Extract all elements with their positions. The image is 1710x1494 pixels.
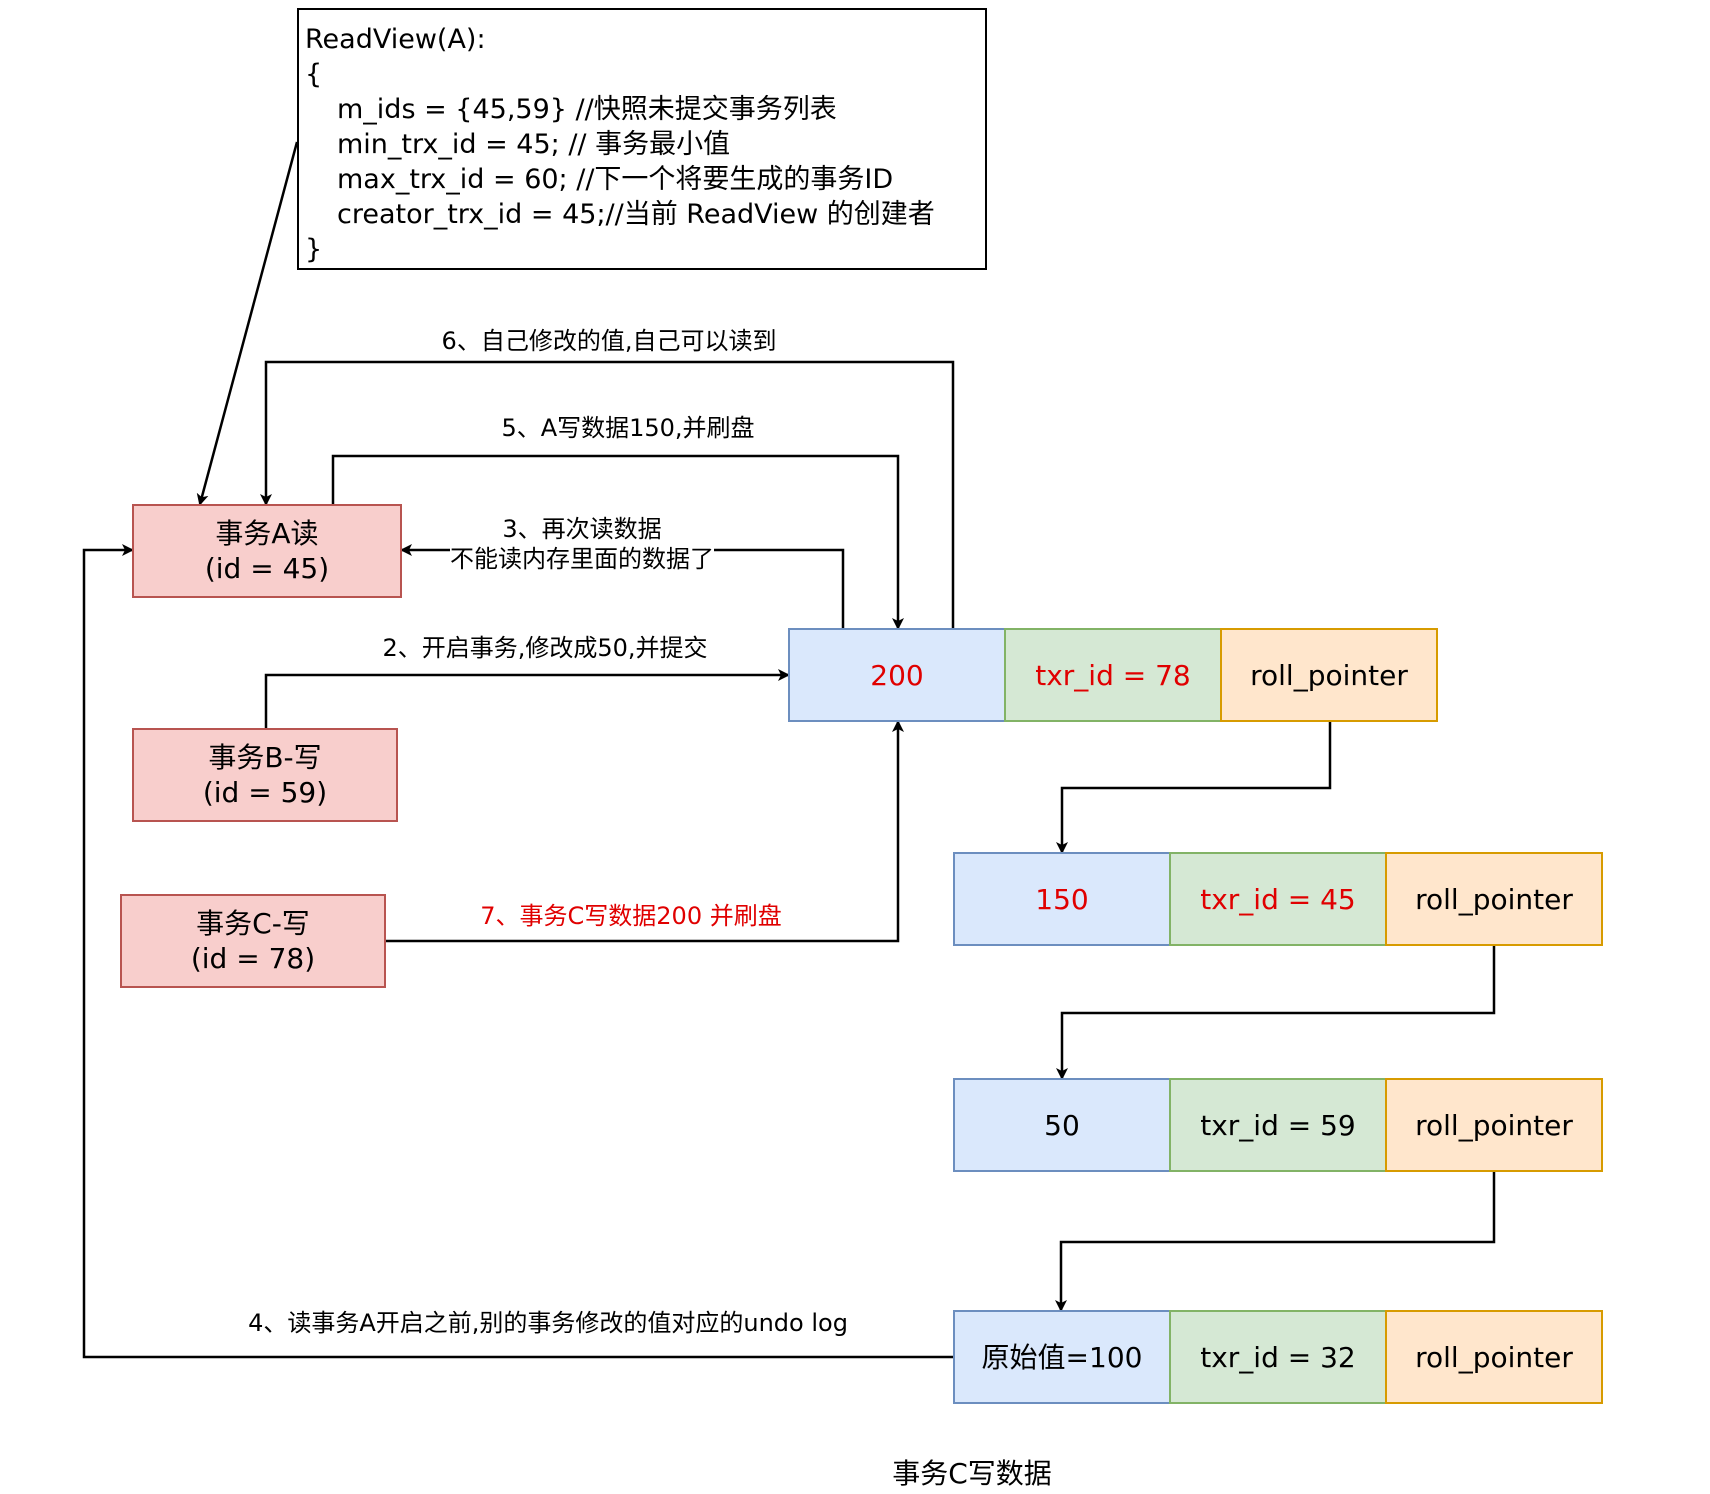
- readview-line-m-ids: m_ids = {45,59} //快照未提交事务列表: [337, 94, 837, 125]
- version-150-roll-pointer: roll_pointer: [1385, 852, 1603, 946]
- version-200-roll-pointer: roll_pointer: [1220, 628, 1438, 722]
- step6-label: 6、自己修改的值,自己可以读到: [441, 327, 777, 356]
- diagram-caption: 事务C写数据: [892, 1457, 1052, 1490]
- version-50-value: 50: [953, 1078, 1171, 1172]
- version-original-roll-pointer: roll_pointer: [1385, 1310, 1603, 1404]
- step7-label: 7、事务C写数据200 并刷盘: [480, 902, 782, 931]
- step4-arrow: [82, 544, 953, 1359]
- step2-label: 2、开启事务,修改成50,并提交: [382, 634, 708, 663]
- readview-line-min-trx-id: min_trx_id = 45; // 事务最小值: [337, 129, 731, 160]
- step5-label: 5、A写数据150,并刷盘: [501, 414, 755, 443]
- version-150-value: 150: [953, 852, 1171, 946]
- txn-a-id: (id = 45): [204, 552, 330, 585]
- version-50-roll-pointer: roll_pointer: [1385, 1078, 1603, 1172]
- txn-b-name: 事务B-写: [208, 741, 322, 774]
- step3-label: 3、再次读数据 不能读内存里面的数据了: [450, 514, 714, 574]
- version-original-txr-id: txr_id = 32: [1169, 1310, 1387, 1404]
- txn-a-box: 事务A读 (id = 45): [132, 504, 402, 598]
- step3-label-line1: 3、再次读数据: [502, 515, 662, 543]
- version-original-value: 原始值=100: [953, 1310, 1171, 1404]
- readview-open-brace: {: [305, 59, 323, 90]
- step5-arrow: [331, 454, 904, 630]
- readview-line-max-trx-id: max_trx_id = 60; //下一个将要生成的事务ID: [337, 164, 894, 195]
- txn-c-box: 事务C-写 (id = 78): [120, 894, 386, 988]
- version-200-value: 200: [788, 628, 1006, 722]
- step4-label: 4、读事务A开启之前,别的事务修改的值对应的undo log: [248, 1309, 848, 1338]
- readview-title: ReadView(A):: [305, 24, 486, 55]
- version-150-txr-id: txr_id = 45: [1169, 852, 1387, 946]
- version-50-txr-id: txr_id = 59: [1169, 1078, 1387, 1172]
- readview-line-creator-trx-id: creator_trx_id = 45;//当前 ReadView 的创建者: [337, 199, 935, 230]
- roll-pointer-arrow-2: [1056, 946, 1496, 1080]
- step3-label-line2: 不能读内存里面的数据了: [450, 545, 714, 573]
- txn-a-name: 事务A读: [215, 517, 319, 550]
- step6-arrow: [260, 360, 955, 628]
- step7-arrow: [386, 720, 904, 943]
- readview-to-txn-a-arrow: [196, 141, 299, 506]
- txn-b-id: (id = 59): [202, 776, 328, 809]
- roll-pointer-arrow-3: [1055, 1172, 1496, 1312]
- txn-c-id: (id = 78): [190, 942, 316, 975]
- step2-arrow: [264, 669, 790, 728]
- readview-close-brace: }: [305, 234, 323, 265]
- readview-box: ReadView(A): { m_ids = {45,59} //快照未提交事务…: [297, 8, 987, 270]
- roll-pointer-arrow-1: [1056, 722, 1332, 854]
- version-200-txr-id: txr_id = 78: [1004, 628, 1222, 722]
- txn-c-name: 事务C-写: [196, 907, 310, 940]
- txn-b-box: 事务B-写 (id = 59): [132, 728, 398, 822]
